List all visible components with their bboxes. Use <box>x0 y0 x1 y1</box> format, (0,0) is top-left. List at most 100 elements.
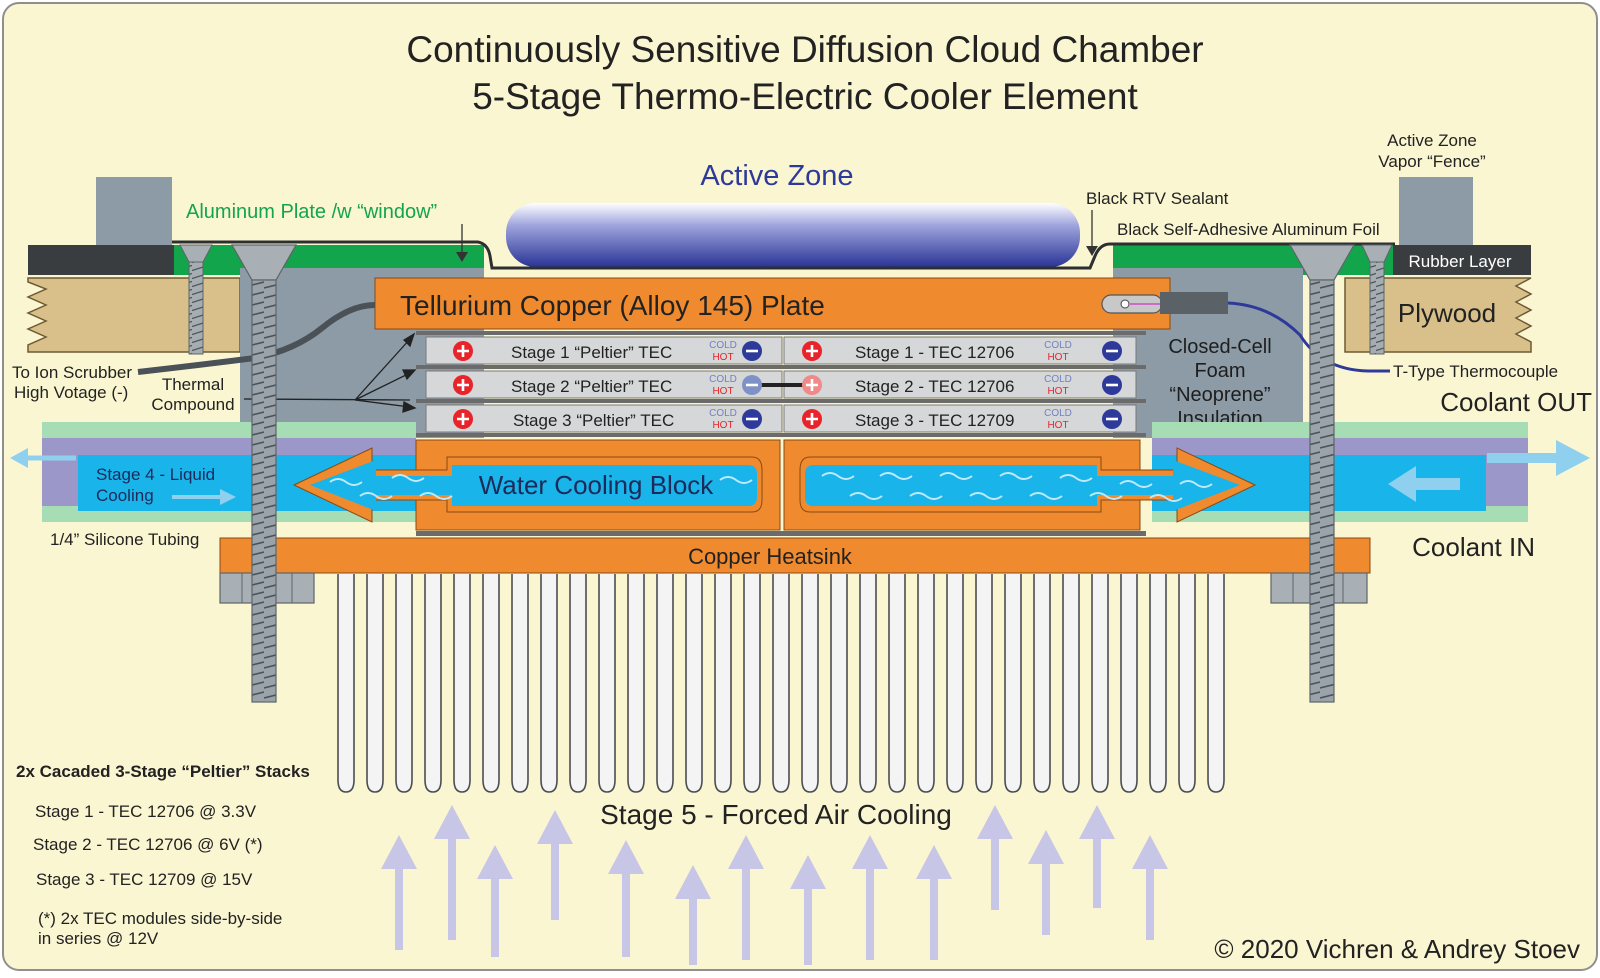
tellurium-copper-plate <box>374 277 1171 330</box>
air-arrow-up-icon <box>434 805 470 940</box>
tec-stage-3-right-label: Stage 3 - TEC 12709 <box>855 411 1014 430</box>
air-arrow-up-icon <box>537 810 573 920</box>
heatsink-fin <box>395 574 413 793</box>
aluminum-plate-label: Aluminum Plate /w “window” <box>186 201 437 223</box>
thermal-compound-arrows <box>243 332 417 413</box>
coolant-out-label: Coolant OUT <box>1440 387 1592 417</box>
air-arrow-up-icon <box>977 805 1013 910</box>
rubber-layer-label: Rubber Layer <box>1408 252 1511 271</box>
ion-scrubber-label-1: To Ion Scrubber <box>12 363 132 382</box>
tec-stage-2-right-label: Stage 2 - TEC 12706 <box>855 377 1014 396</box>
notes-line-5: in series @ 12V <box>38 929 159 948</box>
tec-stage-1-right-label: Stage 1 - TEC 12706 <box>855 343 1014 362</box>
heatsink-fin <box>685 574 703 793</box>
heatsink-fin <box>598 574 616 793</box>
aluminum-foil-label: Black Self-Adhesive Aluminum Foil <box>1117 220 1380 239</box>
screw-right <box>1361 244 1393 355</box>
heatsink-fin <box>453 574 471 793</box>
rubber-layer-right <box>1393 245 1531 275</box>
air-arrow-up-icon <box>790 855 826 965</box>
plywood-label: Plywood <box>1398 298 1496 328</box>
thermocouple-body <box>1160 292 1228 314</box>
heatsink-fin <box>1004 574 1022 793</box>
heatsink-fin <box>714 574 732 793</box>
heatsink-fin <box>1062 574 1080 793</box>
air-arrow-up-icon <box>381 835 417 950</box>
heatsink-fin <box>656 574 674 793</box>
air-arrow-up-icon <box>675 865 711 965</box>
heatsink-fin <box>1178 574 1196 793</box>
tec-stage-3: Stage 3 “Peltier” TEC COLD HOT Stage 3 -… <box>425 404 1137 433</box>
hot-label: HOT <box>712 386 733 397</box>
heatsink-fin <box>859 574 877 793</box>
thermal-compound-label-2: Compound <box>151 395 234 414</box>
plywood-left <box>26 277 241 353</box>
foam-label-2: Foam <box>1194 360 1245 382</box>
tec-stage-1-left-label: Stage 1 “Peltier” TEC <box>511 343 672 362</box>
copyright: © 2020 Vichren & Andrey Stoev <box>1214 934 1580 964</box>
cold-label: COLD <box>1044 374 1072 385</box>
air-arrow-up-icon <box>1132 835 1168 940</box>
thermal-compound-label-1: Thermal <box>162 375 224 394</box>
air-arrow-up-icon <box>852 835 888 960</box>
foam-label-1: Closed-Cell <box>1168 336 1271 358</box>
tec-stage-2: Stage 2 “Peltier” TEC COLD HOT Stage 2 -… <box>425 370 1137 399</box>
notes-line-2: Stage 2 - TEC 12706 @ 6V (*) <box>33 835 263 854</box>
ion-scrubber-wire <box>137 302 376 375</box>
heatsink-fin <box>366 574 384 793</box>
heatsink-fin <box>888 574 906 793</box>
ion-scrubber-label-2: High Votage (-) <box>14 383 128 402</box>
hot-label: HOT <box>1047 352 1068 363</box>
notes-heading: 2x Cacaded 3-Stage “Peltier” Stacks <box>16 762 310 781</box>
fence-label-1: Active Zone <box>1387 131 1477 150</box>
rubber-layer-left <box>28 245 174 275</box>
air-arrow-up-icon <box>1079 805 1115 908</box>
heatsink-fin <box>917 574 935 793</box>
heatsink-fin <box>1091 574 1109 793</box>
air-arrow-up-icon <box>1028 830 1064 935</box>
heatsink-fin <box>424 574 442 793</box>
notes-line-4: (*) 2x TEC modules side-by-side <box>38 909 282 928</box>
water-channel-right <box>805 460 1240 511</box>
heatsink-fin <box>337 574 355 793</box>
heatsink-fin <box>540 574 558 793</box>
air-flow-arrows <box>381 805 1168 965</box>
heatsink-fin <box>975 574 993 793</box>
hot-label: HOT <box>1047 386 1068 397</box>
cold-label: COLD <box>1044 340 1072 351</box>
cold-label: COLD <box>709 408 737 419</box>
heatsink-fin <box>482 574 500 793</box>
screw-left <box>179 244 213 355</box>
black-foil <box>172 240 1395 270</box>
water-channel-left <box>310 460 757 511</box>
cold-label: COLD <box>709 374 737 385</box>
notes-line-3: Stage 3 - TEC 12709 @ 15V <box>36 870 253 889</box>
plywood-right <box>1344 277 1533 353</box>
cold-label: COLD <box>709 340 737 351</box>
copper-heatsink-label: Copper Heatsink <box>688 544 853 569</box>
fence-post-right <box>1399 177 1473 247</box>
heatsink-fin <box>946 574 964 793</box>
hot-label: HOT <box>712 352 733 363</box>
foam-label-3: “Neoprene” <box>1169 384 1270 406</box>
heatsink-fins <box>337 574 1225 793</box>
silicone-tubing-label: 1/4” Silicone Tubing <box>50 530 199 549</box>
heatsink-fin <box>1149 574 1167 793</box>
thermocouple-label: T-Type Thermocouple <box>1393 362 1558 381</box>
cold-label: COLD <box>1044 408 1072 419</box>
notes-line-1: Stage 1 - TEC 12706 @ 3.3V <box>35 802 257 821</box>
tec-stage-2-left-label: Stage 2 “Peltier” TEC <box>511 377 672 396</box>
stage5-label: Stage 5 - Forced Air Cooling <box>600 799 952 830</box>
stage4-label-1: Stage 4 - Liquid <box>96 465 215 484</box>
air-arrow-up-icon <box>916 845 952 960</box>
coolant-in-label: Coolant IN <box>1412 532 1535 562</box>
air-arrow-up-icon <box>608 840 644 957</box>
air-arrow-up-icon <box>477 845 513 957</box>
active-zone-vapor <box>506 203 1080 267</box>
tec-stage-1: Stage 1 “Peltier” TEC COLD HOT Stage 1 -… <box>425 336 1137 365</box>
hot-label: HOT <box>712 420 733 431</box>
air-arrow-up-icon <box>728 835 764 960</box>
title-line-1: Continuously Sensitive Diffusion Cloud C… <box>406 29 1203 70</box>
